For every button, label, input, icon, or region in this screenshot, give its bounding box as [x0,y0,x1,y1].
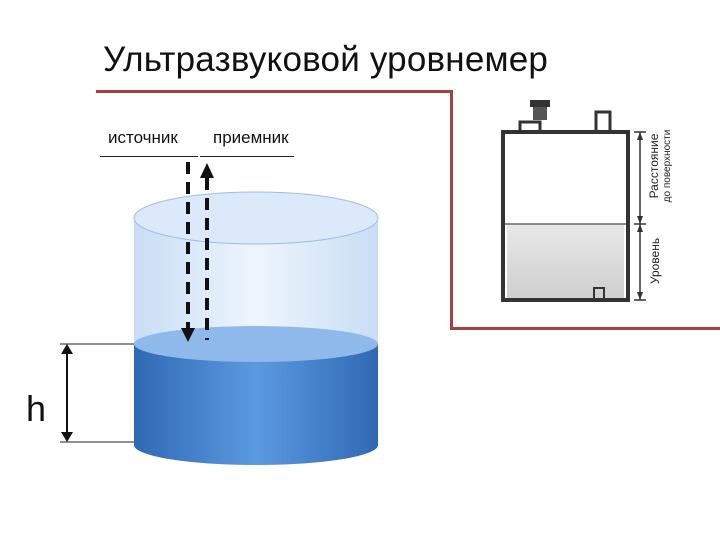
receiver-label-rule [200,156,294,157]
page-title: Ультразвуковой уровнемер [103,40,549,79]
inset-frame [450,90,720,330]
inset-distance-line1: Расстояние [647,133,661,199]
liquid-surface [134,326,378,362]
inset-distance-label: Расстояние до поверхности [647,120,674,212]
receiver-label: приемник [213,128,289,147]
inset-liquid [507,224,624,298]
liquid [134,326,378,465]
source-beam-arrow [181,162,195,342]
liquid-body [134,344,378,465]
title-underline [96,90,452,93]
source-label: источник [108,128,178,147]
inset-tank [501,100,646,302]
height-dimension [60,343,134,443]
tank-top-rim [133,191,379,245]
receiver-beam-arrow [200,163,214,340]
height-label: h [26,388,47,429]
inset-level-label: Уровень [648,237,662,285]
source-label-rule [100,156,198,157]
inset-sensor [533,106,547,120]
inset-distance-line2: до поверхности [662,129,673,203]
